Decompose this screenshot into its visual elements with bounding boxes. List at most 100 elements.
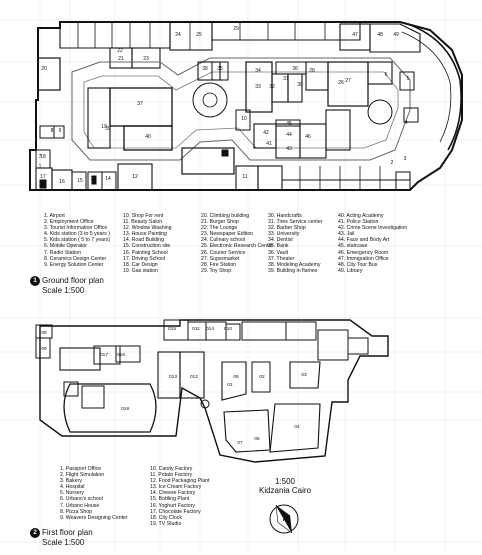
ff-legend-item: 8. Pizza Shop — [60, 508, 93, 515]
ff-legend-item: 17. Chocolate Factory — [150, 508, 201, 515]
ff-room-label-04: 04 — [294, 424, 300, 430]
gf-legend-item: 48. City Tour Bus — [338, 261, 378, 268]
gf-legend-item: 49. Library — [338, 267, 363, 274]
first-floor-caption-number: 2 — [30, 528, 40, 538]
gf-room-label-27: 27 — [345, 78, 351, 84]
north-label: N — [283, 517, 287, 523]
gf-legend-item: 37. Theater — [268, 255, 295, 262]
gf-legend-item: 47. Immigration Office — [338, 255, 389, 262]
gf-room-label-40: 40 — [145, 134, 151, 140]
gf-room-label-47: 47 — [352, 32, 358, 38]
gf-room-label-14: 14 — [105, 176, 111, 182]
ff-legend-item: 2. Flight Simulation — [60, 472, 105, 479]
gf-room-label-44: 44 — [286, 132, 292, 138]
gf-room-label-1: 1 — [39, 164, 42, 170]
gf-legend-item: 28. Fire Station — [201, 261, 237, 268]
first-floor-scale: Scale 1:500 — [42, 538, 85, 547]
first-floor-plan — [35, 319, 389, 463]
gf-room-label-22: 22 — [117, 48, 123, 54]
gf-room-label-28: 28 — [309, 68, 315, 74]
gf-room-label-42: 42 — [263, 130, 269, 136]
ground-floor-caption-number: 1 — [30, 276, 40, 286]
gf-room-label-30: 30 — [297, 82, 303, 88]
gf-room-label-34: 34 — [255, 68, 261, 74]
gf-room-label-9: 9 — [59, 128, 62, 134]
gf-room-label-36: 36 — [292, 66, 298, 72]
gf-room-label-29: 29 — [233, 26, 239, 32]
gf-legend-item: 18. Car Design — [123, 261, 158, 268]
ff-room-label-012: 012 — [190, 374, 198, 380]
gf-room-label-7: 7 — [39, 154, 42, 160]
ff-legend-item: 5. Nursery — [60, 490, 84, 497]
gf-room-label-3: 3 — [404, 156, 407, 162]
ff-room-label-016: 016 — [117, 352, 125, 358]
gf-room-label-37: 37 — [137, 101, 143, 107]
gf-legend-item: 38. Modeling Academy — [268, 261, 321, 268]
gf-legend-item: 26. Courier Service — [201, 249, 246, 256]
gf-room-label-41: 41 — [266, 141, 272, 147]
ff-room-label-01: 01 — [227, 382, 233, 388]
ff-room-label-09: 09 — [41, 346, 47, 352]
sheet-scale: 1:500 — [274, 477, 296, 486]
ff-room-label-07: 07 — [237, 440, 243, 446]
gf-legend-item: 27. Supermarket — [201, 255, 240, 262]
gf-room-label-12: 12 — [132, 174, 138, 180]
gf-room-label-10: 10 — [241, 116, 247, 122]
gf-legend-item: 25. Electronic Research Center — [201, 243, 274, 250]
ff-legend-item: 9. Weavers Designing Center — [60, 514, 128, 521]
gf-legend-item: 45. staircase — [338, 243, 368, 250]
gf-legend-item: 23. Newspaper Edition — [201, 231, 254, 238]
gf-room-label-15: 15 — [77, 178, 83, 184]
ff-legend-item: 1. Passport Office — [60, 466, 102, 472]
gf-room-label-19: 19 — [101, 124, 107, 130]
gf-room-label-11: 11 — [242, 174, 247, 180]
gf-room-label-26: 26 — [338, 80, 344, 86]
gf-legend-item: 34. Dentist — [268, 237, 293, 244]
gf-room-label-33: 33 — [255, 84, 261, 90]
gf-legend-item: 43. Jail — [338, 231, 355, 238]
gf-legend-item: 19. Gas station — [123, 267, 158, 274]
project-name: Kidzania Cairo — [258, 486, 312, 495]
gf-room-label-43: 43 — [286, 146, 292, 152]
gf-room-label-18: 18 — [40, 154, 46, 160]
ff-room-label-013: 013 — [169, 374, 177, 380]
gf-room-label-39: 39 — [105, 126, 111, 132]
gf-room-label-6: 6 — [385, 72, 388, 78]
gf-room-label-13: 13 — [90, 176, 96, 182]
gf-legend-item: 6. Mobile Operator — [44, 243, 87, 250]
gf-legend-item: 7. Radio Station — [44, 249, 81, 256]
gf-legend-item: 13. House Painting — [123, 231, 167, 238]
gf-room-label-38: 38 — [202, 66, 208, 72]
ff-legend-item: 13. Ice Cream Factory — [150, 484, 202, 491]
gf-legend-item: 39. Building in flames — [268, 267, 318, 274]
ff-room-label-014: 014 — [206, 326, 214, 332]
gf-legend-item: 12. Window Washing — [123, 225, 172, 232]
ff-room-label-017: 017 — [100, 352, 108, 358]
gf-legend-item: 11. Beauty Salon — [123, 219, 163, 226]
ff-legend-item: 6. Urbano's school — [60, 496, 103, 503]
gf-room-label-45: 45 — [286, 121, 292, 127]
gf-legend-item: 32. Barber Shop — [268, 225, 306, 232]
gf-legend-item: 30. Handcrafts — [268, 213, 302, 219]
gf-room-label-23: 23 — [143, 56, 149, 62]
gf-legend-item: 16. Painting School — [123, 249, 168, 256]
gf-legend-item: 14. Road Building — [123, 237, 164, 244]
gf-legend-item: 10. Shop For rent — [123, 213, 164, 219]
gf-legend-item: 1. Airport — [44, 213, 65, 219]
ff-room-label-08: 08 — [41, 330, 47, 336]
gf-legend-item: 4. Kids station (3 to 5 years ) — [44, 231, 111, 238]
ff-room-label-06: 06 — [233, 374, 239, 380]
gf-legend-item: 36. Vault — [268, 249, 289, 256]
gf-legend-item: 9. Energy Solution Center — [44, 261, 104, 268]
gf-room-label-49: 49 — [393, 32, 399, 38]
gf-legend-item: 35. Bank — [268, 243, 289, 250]
ff-room-label-011: 011 — [192, 326, 200, 332]
